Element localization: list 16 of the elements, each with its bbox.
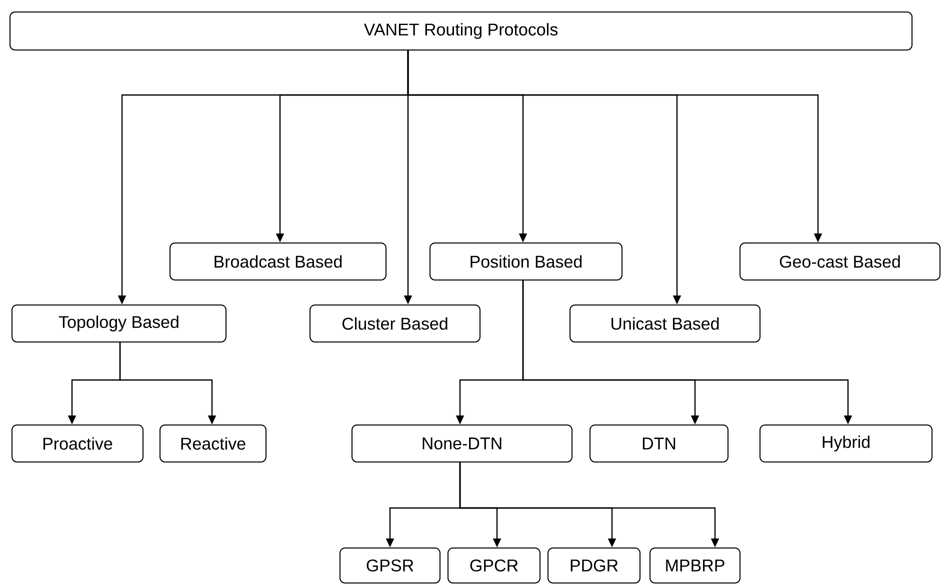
category-box: Topology Based bbox=[12, 304, 226, 342]
category-box: Proactive bbox=[12, 424, 144, 462]
category-box: Broadcast Based bbox=[170, 242, 386, 280]
category-box: None-DTN bbox=[352, 424, 572, 462]
category-box: Reactive bbox=[160, 424, 266, 462]
category-box: Position Based bbox=[430, 242, 622, 280]
category-box: GPSR bbox=[340, 548, 440, 584]
category-box: MPBRP bbox=[650, 548, 740, 584]
category-box: Geo-cast Based bbox=[740, 242, 940, 280]
category-box: DTN bbox=[590, 424, 728, 462]
category-box: PDGR bbox=[548, 548, 640, 584]
category-box: Cluster Based bbox=[310, 304, 480, 342]
category-box: VANET Routing Protocols bbox=[10, 12, 912, 50]
category-box: Unicast Based bbox=[570, 304, 760, 342]
category-box: GPCR bbox=[448, 548, 540, 584]
category-box: Hybrid bbox=[760, 424, 932, 462]
